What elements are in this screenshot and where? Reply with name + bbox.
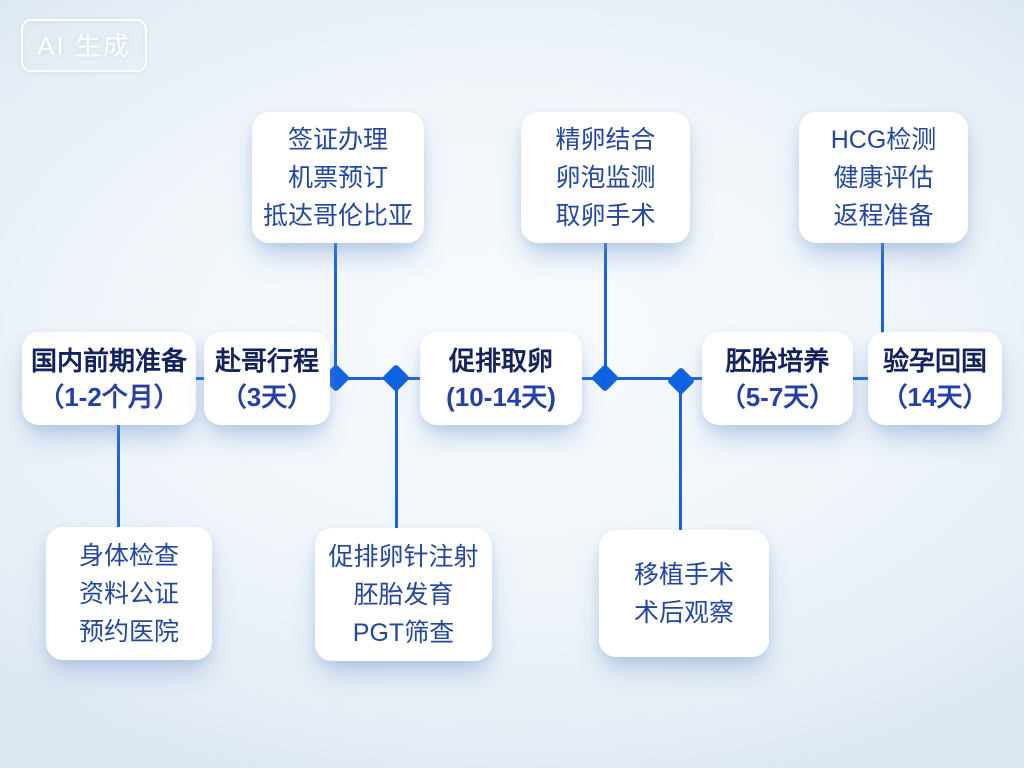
stage-title: 国内前期准备	[30, 345, 187, 376]
stage-box-trip-to-colombia: 赴哥行程 （3天）	[204, 332, 330, 425]
detail-line: 促排卵针注射	[328, 542, 479, 571]
detail-line: 资料公证	[78, 579, 179, 608]
detail-box-checkup-notarization-hospital: 身体检查 资料公证 预约医院	[46, 527, 212, 660]
detail-line: 精卵结合	[555, 125, 656, 154]
stage-title: 赴哥行程	[214, 345, 319, 376]
detail-box-fertilization-monitoring-retrieval: 精卵结合 卵泡监测 取卵手术	[521, 112, 690, 243]
detail-box-injection-development-pgt: 促排卵针注射 胚胎发育 PGT筛查	[315, 528, 492, 661]
detail-line: PGT筛查	[352, 618, 455, 647]
connector-h-stage4-stage5	[850, 377, 869, 380]
detail-box-hcg-health-return-prep: HCG检测 健康评估 返程准备	[799, 112, 968, 243]
detail-line: 取卵手术	[555, 201, 656, 230]
detail-line: 机票预订	[287, 163, 388, 192]
connector-h-stage3-stage4	[581, 377, 703, 380]
stage-duration: (10-14天)	[446, 381, 556, 412]
detail-line: 健康评估	[833, 163, 934, 192]
connector-h-stage1-stage2	[196, 377, 205, 380]
stage-title: 促排取卵	[448, 345, 553, 376]
detail-line: 抵达哥伦比亚	[262, 201, 413, 230]
connector-v-topdetail2	[604, 242, 607, 379]
stage-duration: （3天）	[220, 381, 314, 412]
stage-duration: （14天）	[881, 381, 989, 412]
detail-line: HCG检测	[830, 125, 937, 154]
detail-line: 预约医院	[78, 617, 179, 646]
stage-box-domestic-prep: 国内前期准备 （1-2个月）	[22, 332, 196, 425]
stage-box-pregnancy-test-return: 验孕回国 （14天）	[868, 332, 1002, 425]
connector-v-bottomdetail3	[679, 381, 682, 533]
connector-v-topdetail3	[881, 242, 884, 334]
diamond-node-3	[590, 363, 620, 393]
connector-h-stage2-stage3	[329, 377, 421, 380]
stage-title: 验孕回国	[882, 345, 987, 376]
connector-v-topdetail1	[334, 242, 337, 379]
stage-title: 胚胎培养	[725, 345, 830, 376]
detail-line: 身体检查	[78, 541, 179, 570]
detail-line: 卵泡监测	[555, 163, 656, 192]
detail-line: 签证办理	[287, 125, 388, 154]
detail-box-visa-flight-arrival: 签证办理 机票预订 抵达哥伦比亚	[252, 112, 424, 243]
stage-duration: （5-7天）	[719, 381, 836, 412]
stage-box-stimulation-egg-retrieval: 促排取卵 (10-14天)	[420, 332, 582, 425]
detail-line: 移植手术	[633, 560, 734, 589]
detail-line: 术后观察	[633, 598, 734, 627]
connector-v-bottomdetail1	[117, 423, 120, 529]
ai-generated-watermark: AI 生成	[21, 19, 147, 72]
diamond-node-2	[381, 363, 411, 393]
detail-line: 胚胎发育	[353, 580, 454, 609]
stage-box-embryo-culture: 胚胎培养 （5-7天）	[702, 332, 853, 425]
detail-line: 返程准备	[833, 201, 934, 230]
stage-duration: （1-2个月）	[38, 381, 180, 412]
detail-box-transfer-observation: 移植手术 术后观察	[599, 530, 769, 657]
diamond-node-4	[666, 366, 696, 396]
connector-v-bottomdetail2	[395, 378, 398, 531]
